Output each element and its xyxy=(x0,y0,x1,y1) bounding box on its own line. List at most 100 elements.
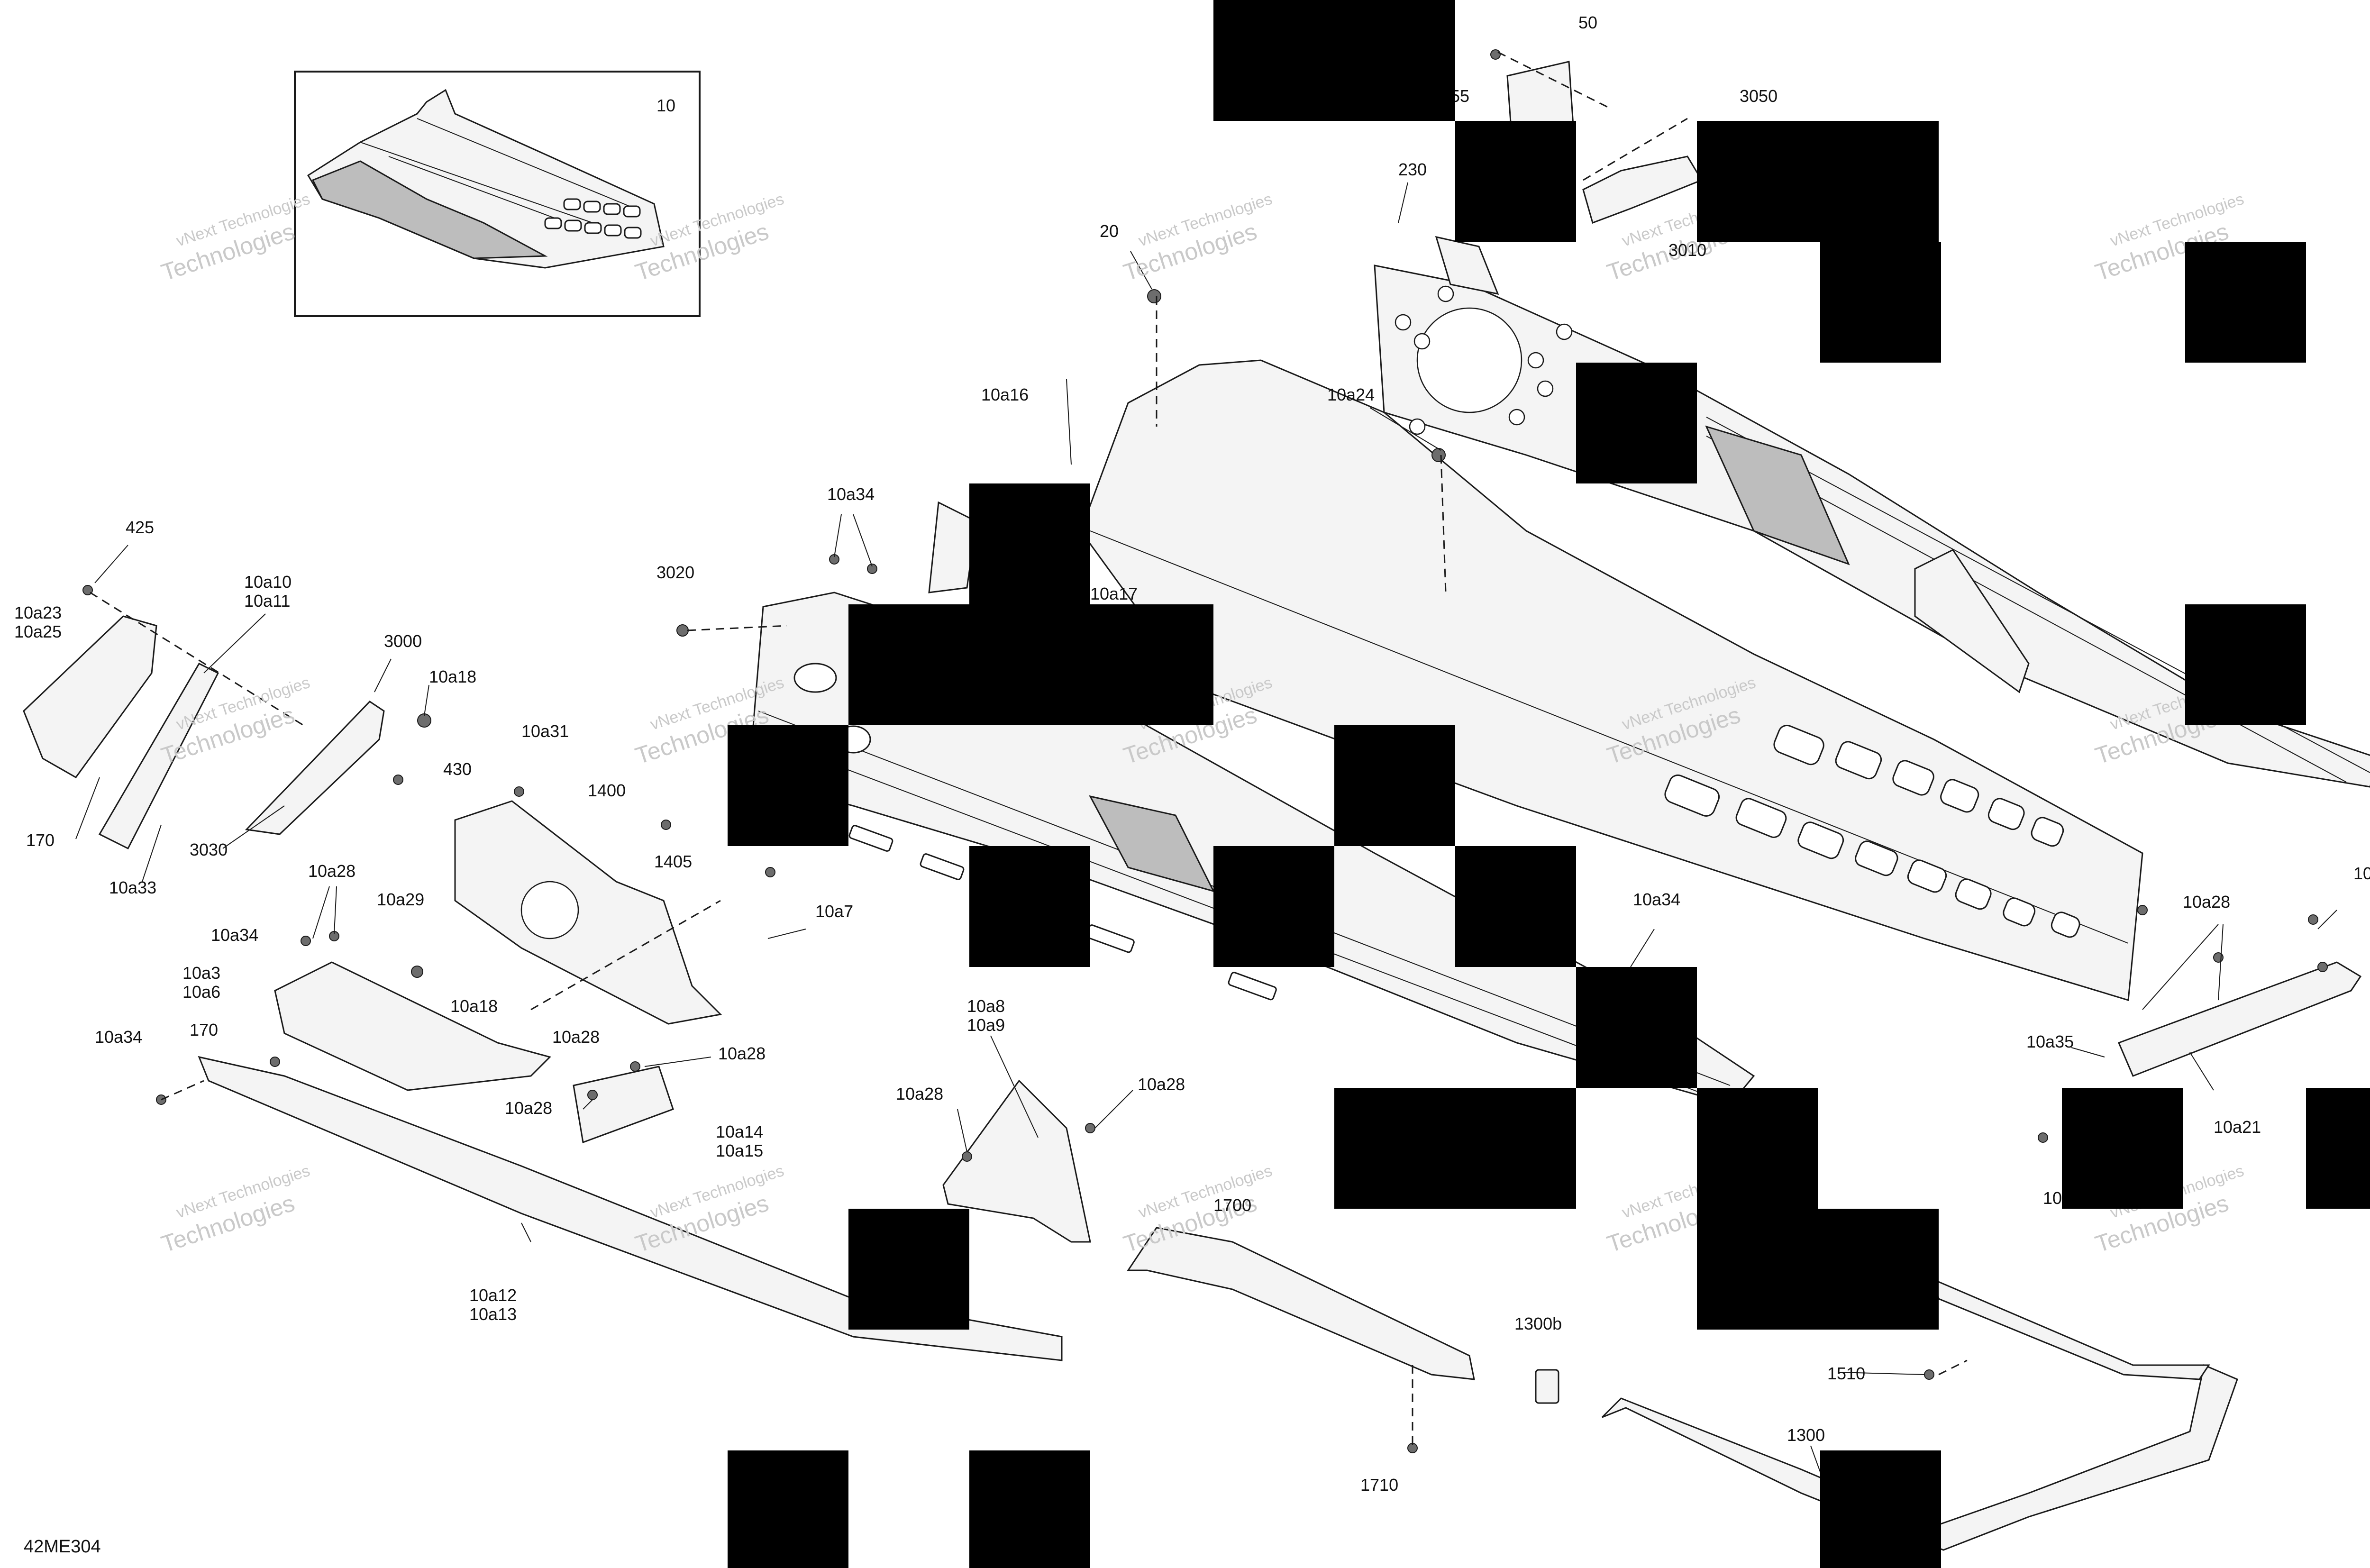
label-10a11: 10a11 xyxy=(244,591,290,611)
label-170-mid: 170 xyxy=(190,1020,218,1039)
label-10a15: 10a15 xyxy=(716,1141,763,1160)
right-gusset xyxy=(1914,549,2030,693)
label-10a28-a: 10a28 xyxy=(308,861,356,881)
label-1405: 1405 xyxy=(654,852,692,871)
redaction-block xyxy=(728,725,848,846)
redaction-block xyxy=(1820,242,1941,363)
driveshaft-bearing-hole xyxy=(1416,307,1522,413)
label-1700: 1700 xyxy=(1213,1195,1251,1215)
label-3030: 3030 xyxy=(190,840,228,859)
part-3000-arm xyxy=(245,701,385,835)
redaction-block xyxy=(1334,1088,1576,1209)
label-1300b: 1300b xyxy=(1514,1314,1562,1333)
redaction-block xyxy=(2185,242,2306,363)
redaction-block xyxy=(2062,1088,2183,1209)
diagram-code: 42ME304 xyxy=(24,1537,101,1557)
label-10a34-top: 10a34 xyxy=(827,484,875,504)
heat-exchanger-cutouts xyxy=(1664,724,2080,938)
assembly-dashed-lines xyxy=(90,51,1968,1446)
label-10a28-e: 10a28 xyxy=(896,1084,943,1103)
redaction-block xyxy=(728,1450,848,1568)
tunnel-top-deck xyxy=(1080,359,2143,1001)
label-10a28-c: 10a28 xyxy=(718,1044,766,1063)
part-10a10-bar xyxy=(98,663,219,850)
part-10a23-plate xyxy=(23,615,157,778)
label-425: 425 xyxy=(126,518,154,537)
bulkhead-center-hole xyxy=(520,881,579,939)
label-10a18-top: 10a18 xyxy=(429,667,476,686)
part-10a12-runner xyxy=(198,1056,1063,1361)
redaction-block xyxy=(2306,1088,2370,1209)
label-10a28-g: 10a28 xyxy=(2183,892,2230,912)
label-10a31: 10a31 xyxy=(521,721,569,741)
bracket-230-mount xyxy=(1435,236,1499,295)
label-10a8: 10a8 xyxy=(967,996,1005,1016)
redaction-blocks xyxy=(728,0,2370,1568)
inset-assembly-view: 10 xyxy=(294,71,701,317)
label-1510: 1510 xyxy=(1827,1364,1865,1383)
redaction-block xyxy=(1213,0,1455,121)
label-3050: 3050 xyxy=(1740,86,1778,106)
tunnel-deck-edge xyxy=(1090,530,2129,944)
inset-cooler-cutouts xyxy=(544,198,642,239)
redaction-block xyxy=(1697,1088,1818,1209)
redaction-block xyxy=(1697,121,1939,242)
part-10a3-skid xyxy=(274,961,551,1091)
front-bulkhead-flange xyxy=(928,501,977,593)
label-10a9: 10a9 xyxy=(967,1015,1005,1035)
redaction-block xyxy=(969,1450,1090,1568)
label-10a35-b: 10a35 xyxy=(2026,1032,2074,1051)
label-10a21: 10a21 xyxy=(2214,1117,2261,1137)
label-10a12: 10a12 xyxy=(469,1285,517,1305)
redaction-block xyxy=(969,483,1090,604)
right-panel-vent xyxy=(1705,425,1850,565)
inset-side-panel xyxy=(311,160,548,259)
label-10a7: 10a7 xyxy=(815,902,853,921)
redaction-block xyxy=(1576,967,1697,1088)
label-10: 10 xyxy=(656,96,675,115)
redaction-block xyxy=(969,846,1090,967)
label-10a34-far: 10a34 xyxy=(95,1027,142,1047)
fasteners xyxy=(82,49,2328,1453)
label-10a17: 10a17 xyxy=(1090,584,1138,603)
label-1710: 1710 xyxy=(1360,1475,1398,1495)
redaction-block xyxy=(2185,604,2306,725)
lower-parts xyxy=(942,961,2362,1551)
label-10a6: 10a6 xyxy=(182,982,220,1002)
part-10a8-gusset xyxy=(942,1079,1091,1243)
label-10a24: 10a24 xyxy=(1327,385,1375,404)
label-10a28-f: 10a28 xyxy=(1138,1075,1185,1094)
redaction-block xyxy=(1213,846,1334,967)
front-left-parts xyxy=(23,615,1063,1361)
label-10a34-left: 10a34 xyxy=(211,925,258,945)
redaction-block xyxy=(1455,121,1576,242)
label-10a3: 10a3 xyxy=(182,963,220,983)
label-230: 230 xyxy=(1398,160,1427,179)
redaction-block xyxy=(1697,1209,1939,1330)
part-1700-rail xyxy=(1127,1227,1475,1380)
right-panel-holes xyxy=(1395,285,1573,435)
part-1300b-clip xyxy=(1535,1369,1559,1404)
label-1300: 1300 xyxy=(1787,1425,1825,1445)
label-3000: 3000 xyxy=(384,631,422,651)
callout-labels: 50 55 3050 230 3010 20 10a16 10a24 10a34… xyxy=(14,13,2370,1495)
label-10a34-right: 10a34 xyxy=(1633,890,1680,909)
label-10a28-b: 10a28 xyxy=(552,1027,600,1047)
label-1400: 1400 xyxy=(588,781,626,800)
label-10a35-a: 10a35 xyxy=(2353,864,2370,883)
part-10a7-bulkhead xyxy=(454,800,722,1025)
label-50: 50 xyxy=(1578,13,1597,32)
label-3020: 3020 xyxy=(656,563,694,582)
part-10a14-bracket xyxy=(573,1066,674,1144)
label-170-top: 170 xyxy=(26,830,55,850)
label-10a25: 10a25 xyxy=(14,622,62,641)
label-10a16: 10a16 xyxy=(981,385,1029,404)
inset-panel-lines xyxy=(360,118,636,223)
label-10a13: 10a13 xyxy=(469,1304,517,1324)
redaction-block xyxy=(1455,846,1576,967)
label-10a29: 10a29 xyxy=(377,890,424,909)
redaction-block xyxy=(1820,1450,1941,1568)
label-10a23: 10a23 xyxy=(14,603,62,622)
part-1300-bumper-upper xyxy=(1932,1278,2210,1380)
